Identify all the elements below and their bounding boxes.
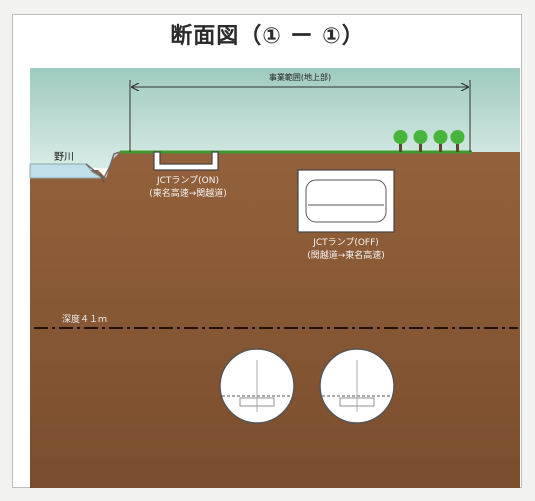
ramp-off-inner — [305, 179, 387, 223]
river-bank — [85, 151, 121, 180]
bank-post — [99, 173, 105, 184]
ground — [30, 152, 520, 488]
trees — [393, 130, 465, 152]
tree-icon — [413, 130, 428, 152]
river-water — [29, 163, 104, 179]
ramp-on-label: JCTランプ(ON) — [156, 175, 219, 186]
ramp-off-label: JCTランプ(OFF) — [312, 237, 379, 248]
tunnel-left — [219, 348, 295, 424]
depth-label: 深度４１ｍ — [62, 313, 107, 325]
ramp-off-structure — [297, 169, 395, 233]
tree-icon — [433, 130, 448, 152]
page-title: 断面図（① ー ①） — [170, 24, 365, 49]
tunnel-right — [319, 348, 395, 424]
ramp-on-direction: (東名高速→関越道) — [149, 187, 227, 199]
tree-icon — [393, 130, 408, 152]
river-label: 野川 — [54, 151, 74, 163]
ramp-off-direction: (関越道→東名高速) — [307, 249, 385, 261]
ramp-on-structure — [153, 151, 219, 171]
tree-icon — [450, 130, 465, 152]
project-range-label: 事業範囲(地上部) — [269, 72, 331, 82]
